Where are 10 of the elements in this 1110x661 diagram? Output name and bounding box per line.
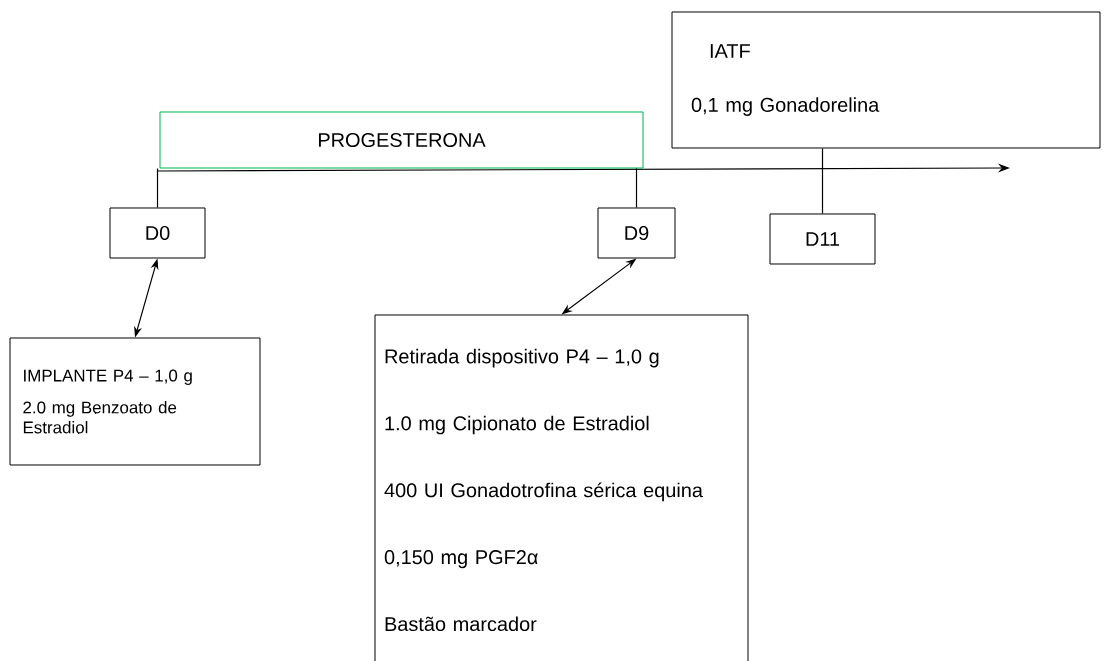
day-box: D9 [597,207,676,259]
event-box: IATF 0,1 mg Gonadorelina [671,11,1101,149]
tick-line [635,167,638,209]
day-box: D11 [769,213,876,265]
day-box: D0 [109,207,206,259]
tick-line [156,167,159,209]
treatment-box: Retirada dispositivo P4 – 1,0 g 1.0 mg Cipionato de Estradiol 400 UI Gonadotrofina sérica equina 0,150 mg PGF2α Bastão marcador [374,314,749,661]
tick-line [821,147,824,215]
treatment-box: IMPLANTE P4 – 1,0 g 2.0 mg Benzoato de Estradiol [9,337,261,466]
bar-box: PROGESTERONA [159,111,644,169]
